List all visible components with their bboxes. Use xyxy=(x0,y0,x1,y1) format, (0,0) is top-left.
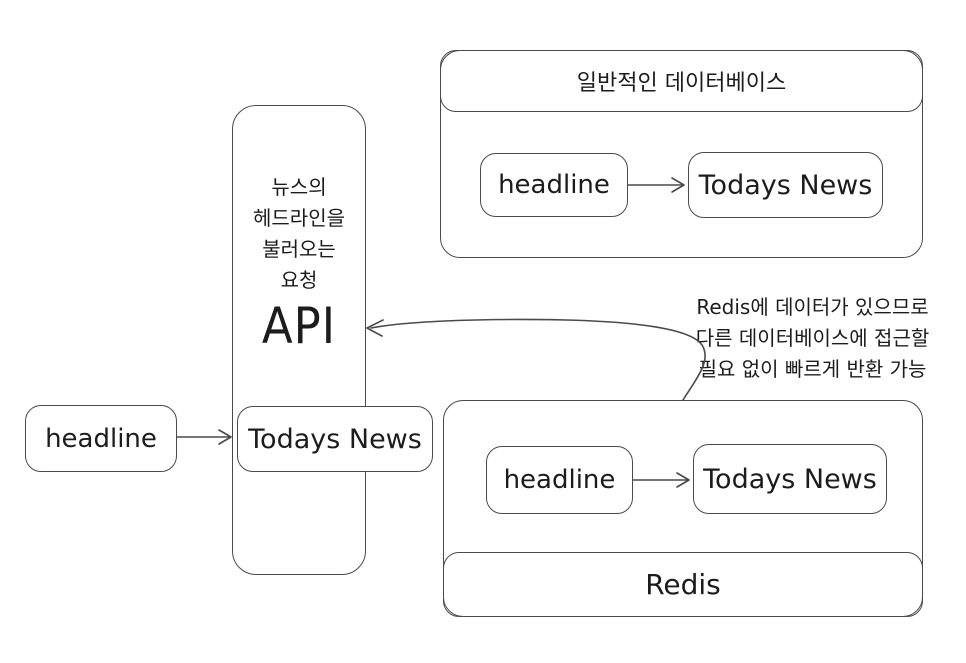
generic-db-headline-label: headline xyxy=(498,170,610,200)
api-description-line: 요청 xyxy=(280,268,318,292)
generic-db-response-node: Todays News xyxy=(688,152,883,218)
redis-annotation-line: 다른 데이터베이스에 접근할 xyxy=(695,326,930,350)
client-headline-label: headline xyxy=(45,423,157,454)
generic-db-title: 일반적인 데이터베이스 xyxy=(576,71,787,96)
arrowhead-icon xyxy=(366,319,384,337)
redis-response-node: Todays News xyxy=(693,444,887,514)
redis-annotation: Redis에 데이터가 있으므로 다른 데이터베이스에 접근할 필요 없이 빠르… xyxy=(665,292,960,385)
api-node xyxy=(232,105,366,575)
client-response-node: Todays News xyxy=(237,406,433,472)
api-description-line: 헤드라인을 xyxy=(253,206,345,230)
redis-headline-node: headline xyxy=(486,446,633,514)
api-description-line: 불러오는 xyxy=(262,237,336,261)
api-description-line: 뉴스의 xyxy=(271,175,327,199)
generic-db-headline-node: headline xyxy=(480,153,628,217)
arrowhead-icon xyxy=(218,429,232,445)
client-response-label: Todays News xyxy=(248,423,422,455)
redis-response-label: Todays News xyxy=(703,463,877,495)
redis-headline-label: headline xyxy=(503,465,616,495)
api-node-description: 뉴스의 헤드라인을 불러오는 요청 xyxy=(232,172,366,296)
api-node-label: API xyxy=(261,297,337,355)
redis-title-bar: Redis xyxy=(443,552,923,617)
arrow-redis-to-api xyxy=(366,318,706,401)
redis-annotation-line: Redis에 데이터가 있으므로 xyxy=(696,295,929,319)
redis-title: Redis xyxy=(645,568,721,601)
generic-db-response-label: Todays News xyxy=(698,169,873,201)
arrow-client-request xyxy=(176,429,232,445)
generic-db-title-bar: 일반적인 데이터베이스 xyxy=(440,50,923,112)
client-headline-node: headline xyxy=(25,405,177,472)
redis-annotation-line: 필요 없이 빠르게 반환 가능 xyxy=(698,357,927,381)
